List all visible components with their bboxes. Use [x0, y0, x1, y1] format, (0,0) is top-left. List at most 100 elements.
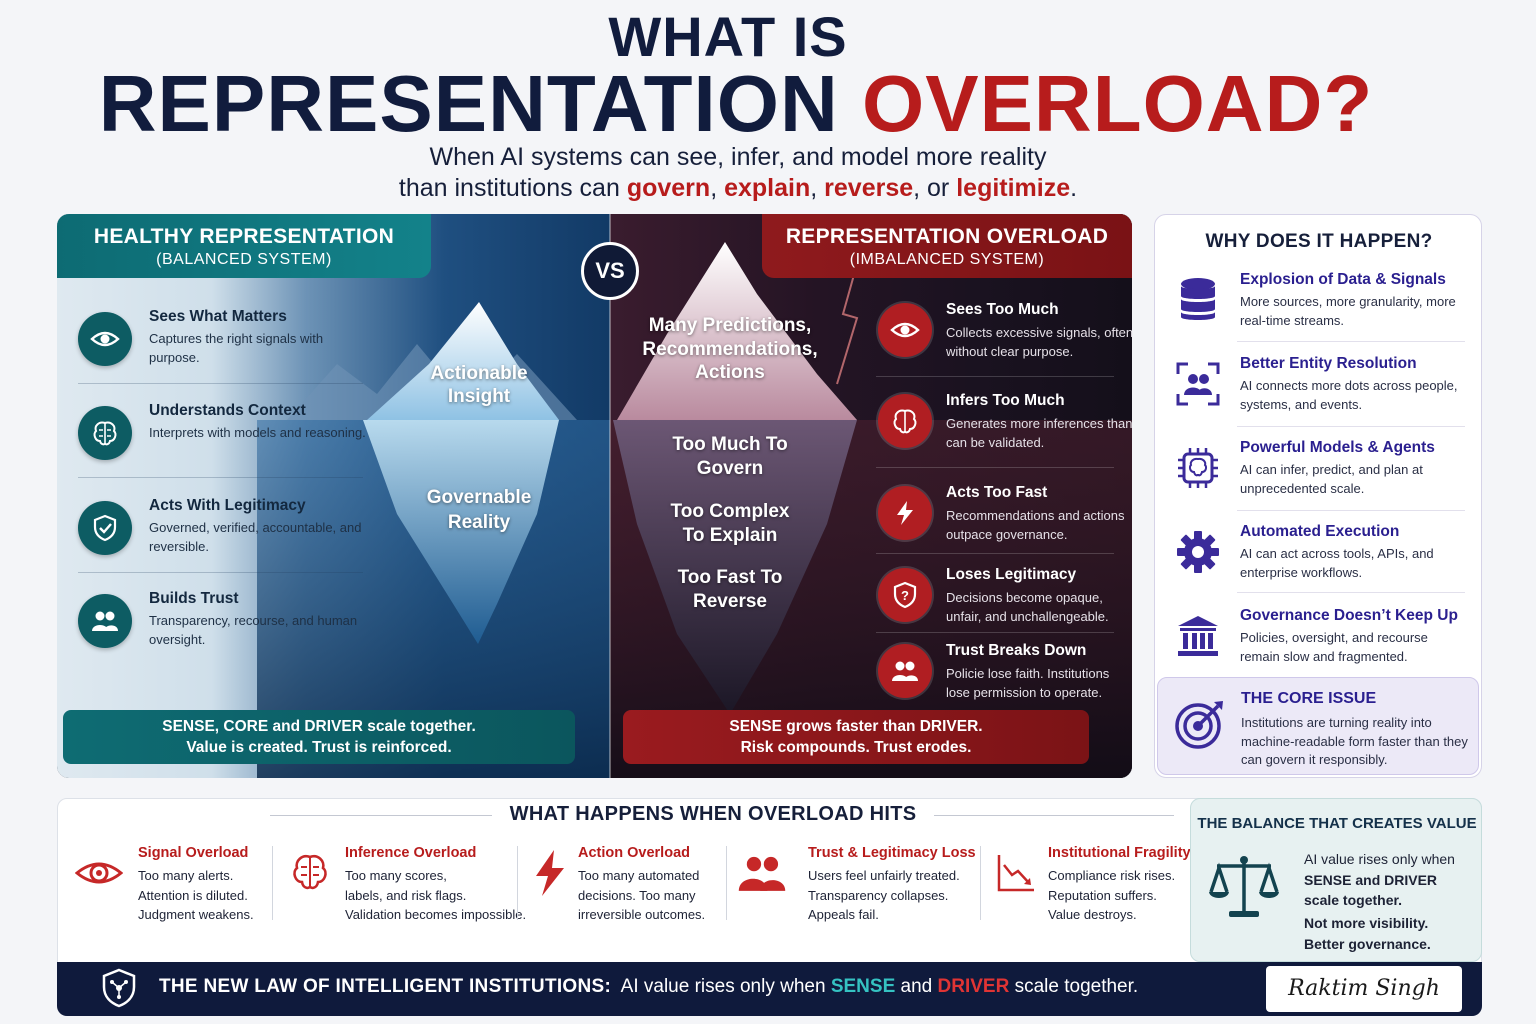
why-item-execution: Automated Execution AI can act across to…	[1171, 523, 1471, 603]
shield-check-icon	[78, 501, 132, 555]
desc-line: decisions. Too many	[578, 887, 696, 903]
balance-text-bold: SENSE and DRIVER scale together.	[1304, 871, 1438, 909]
word-govern: govern	[626, 174, 711, 202]
law-text-b: and	[900, 976, 933, 997]
desc-line: Compliance risk rises.	[1048, 868, 1176, 883]
divider	[876, 553, 1114, 554]
divider	[78, 477, 363, 478]
happens-item-title: Signal Overload	[138, 845, 249, 861]
page-title-line1: WHAT IS	[608, 5, 848, 68]
happens-item-signal: Signal Overload Too many alerts. Attenti…	[74, 842, 266, 932]
brain-icon	[78, 406, 132, 460]
sep3: , or	[913, 174, 950, 202]
desc-line: irreversible outcomes.	[578, 907, 706, 922]
desc-line: Users feel unfairly treated.	[808, 868, 960, 883]
divider	[876, 467, 1114, 468]
brain-icon	[285, 848, 335, 898]
overload-subtitle: (IMBALANCED SYSTEM)	[849, 251, 1045, 268]
healthy-footer: SENSE, CORE and DRIVER scale together. V…	[63, 710, 575, 764]
divider	[876, 632, 1114, 633]
desc-line: Value destroys.	[1048, 907, 1137, 922]
healthy-item-desc: Captures the right signals with purpose.	[149, 331, 324, 365]
divider	[78, 383, 363, 384]
healthy-item-sees: Sees What Matters Captures the right sig…	[78, 308, 378, 398]
overload-item-desc: Recommendations and actions outpace gove…	[946, 508, 1125, 542]
healthy-footer-line1: SENSE, CORE and DRIVER scale together.	[162, 718, 476, 735]
why-item-desc: AI can act across tools, APIs, and enter…	[1240, 546, 1434, 580]
iceberg-label-govern: Too Much To Govern	[672, 434, 788, 479]
happens-item-action: Action Overload Too many automated decis…	[525, 842, 725, 932]
happens-item-title: Trust & Legitimacy Loss	[808, 845, 976, 861]
people-icon	[878, 644, 932, 698]
iceberg-label-explain: Too Complex To Explain	[670, 501, 790, 546]
vs-badge: VS	[581, 242, 639, 300]
healthy-item-trust: Builds Trust Transparency, recourse, and…	[78, 590, 378, 680]
healthy-item-desc: Governed, verified, accountable, and rev…	[149, 520, 362, 554]
word-legitimize: legitimize	[956, 174, 1071, 202]
happens-item-title: Institutional Fragility	[1048, 845, 1191, 861]
law-banner: THE NEW LAW OF INTELLIGENT INSTITUTIONS:…	[57, 962, 1482, 1016]
happens-item-desc: Too many automated decisions. Too many i…	[578, 866, 705, 925]
word-reverse: reverse	[824, 174, 914, 202]
why-item-title: Governance Doesn’t Keep Up	[1240, 607, 1458, 624]
happens-item-title: Inference Overload	[345, 845, 477, 861]
what-happens-title: WHAT HAPPENS WHEN OVERLOAD HITS	[509, 803, 917, 825]
shield-question-icon: ?	[878, 568, 932, 622]
page-subtitle: When AI systems can see, infer, and mode…	[0, 142, 1476, 204]
overload-item-desc: Generates more inferences than can be va…	[946, 416, 1133, 450]
divider	[270, 815, 492, 816]
happens-item-title: Action Overload	[578, 845, 690, 861]
divider	[980, 846, 981, 920]
desc-line: Reputation suffers.	[1048, 887, 1157, 903]
overload-item-infers: Infers Too Much Generates more inference…	[876, 392, 1186, 472]
overload-title: REPRESENTATION OVERLOAD	[785, 225, 1109, 248]
why-panel: WHY DOES IT HAPPEN? Explosion of Data & …	[1154, 214, 1482, 778]
divider	[726, 846, 727, 920]
desc-line: Too many scores,	[345, 868, 447, 883]
overload-item-trust: Trust Breaks Down Policie lose faith. In…	[876, 642, 1186, 722]
healthy-footer-line2: Value is created. Trust is reinforced.	[186, 739, 452, 756]
shield-network-icon	[99, 968, 139, 1008]
overload-item-desc: Decisions become opaque, unfair, and unc…	[946, 590, 1109, 624]
eye-icon	[74, 848, 124, 898]
healthy-item-title: Builds Trust	[149, 590, 239, 607]
eye-icon	[78, 312, 132, 366]
happens-item-inference: Inference Overload Too many scores, labe…	[285, 842, 526, 932]
healthy-subtitle: (BALANCED SYSTEM)	[156, 251, 332, 268]
overload-item-title: Acts Too Fast	[946, 484, 1048, 501]
law-sense: SENSE	[830, 976, 896, 997]
core-issue-title: THE CORE ISSUE	[1241, 690, 1377, 707]
divider	[1237, 510, 1465, 511]
overload-footer-line1: SENSE grows faster than DRIVER.	[729, 718, 983, 735]
healthy-item-title: Acts With Legitimacy	[149, 497, 306, 514]
overload-item-title: Trust Breaks Down	[946, 642, 1087, 659]
core-issue-desc: Institutions are turning reality into ma…	[1241, 715, 1468, 767]
chip-brain-icon	[1171, 441, 1225, 495]
overload-item-title: Loses Legitimacy	[946, 566, 1077, 583]
people-icon	[737, 848, 787, 898]
divider	[1237, 592, 1465, 593]
why-item-title: Powerful Models & Agents	[1240, 439, 1435, 456]
subtitle-prefix: than institutions can	[398, 174, 620, 202]
why-item-desc: AI can infer, predict, and plan at unpre…	[1240, 462, 1423, 496]
why-item-desc: AI connects more dots across people, sys…	[1240, 378, 1458, 412]
lightning-icon	[525, 848, 575, 898]
desc-line: Appeals fail.	[808, 907, 879, 922]
subtitle-line1: When AI systems can see, infer, and mode…	[429, 143, 1047, 171]
why-item-entity: Better Entity Resolution AI connects mor…	[1171, 355, 1471, 435]
overload-item-acts: Acts Too Fast Recommendations and action…	[876, 484, 1186, 564]
sep2: ,	[810, 174, 818, 202]
desc-line: Attention is diluted.	[138, 887, 248, 903]
target-icon	[1172, 696, 1228, 752]
law-label: THE NEW LAW OF INTELLIGENT INSTITUTIONS:	[159, 976, 612, 997]
divider	[272, 846, 273, 920]
svg-text:?: ?	[901, 588, 909, 603]
overload-item-title: Infers Too Much	[946, 392, 1065, 409]
why-item-title: Automated Execution	[1240, 523, 1400, 540]
title-overload: OVERLOAD?	[861, 59, 1374, 148]
divider	[876, 376, 1114, 377]
page-title-line2: REPRESENTATION OVERLOAD?	[0, 58, 1472, 150]
divider	[1237, 341, 1465, 342]
why-item-desc: Policies, oversight, and recourse remain…	[1240, 630, 1428, 664]
law-text-a: AI value rises only when	[620, 976, 826, 997]
